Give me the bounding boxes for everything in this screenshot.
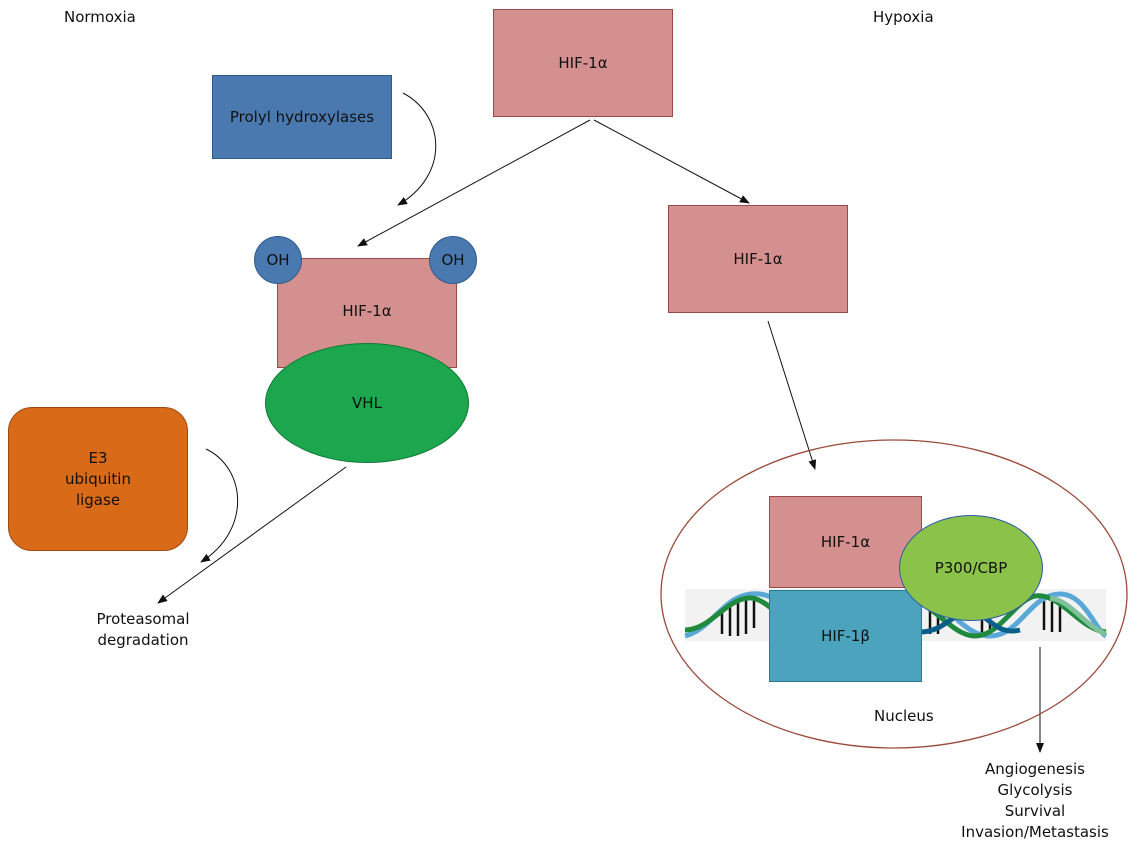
p300-cbp-ellipse: P300/CBP xyxy=(899,515,1043,621)
nucleus-membrane xyxy=(660,439,1128,749)
hypoxia-heading: Hypoxia xyxy=(873,8,934,26)
prolyl-curve-arrow xyxy=(397,92,437,206)
arrow-to-proteasome xyxy=(157,466,347,604)
prolyl-hydroxylases-box: Prolyl hydroxylases xyxy=(212,75,392,159)
outcome-item: Angiogenesis xyxy=(985,760,1085,778)
outcome-item: Survival xyxy=(1004,802,1066,820)
outcomes-list: Angiogenesis Glycolysis Survival Invasio… xyxy=(955,759,1115,843)
proteasomal-line-2: degradation xyxy=(97,631,189,649)
hif1a-nucleus-box: HIF-1α xyxy=(769,496,922,588)
e3-line-3: ligase xyxy=(75,490,121,509)
normoxia-heading: Normoxia xyxy=(64,8,136,26)
vhl-ellipse: VHL xyxy=(265,343,469,463)
dna-strand-light xyxy=(1049,595,1108,637)
hif1a-hypoxia-box: HIF-1α xyxy=(668,205,848,313)
e3-line-2: ubiquitin xyxy=(65,469,131,488)
e3-line-1: E3 xyxy=(88,448,108,467)
hif1a-top-box: HIF-1α xyxy=(493,9,673,117)
proteasomal-line-1: Proteasomal xyxy=(96,610,190,628)
outcome-item: Invasion/Metastasis xyxy=(961,823,1109,841)
hydroxyl-left-circle: OH xyxy=(254,236,302,284)
outcome-item: Glycolysis xyxy=(997,781,1073,799)
proteasomal-degradation-label: Proteasomal degradation xyxy=(80,609,206,651)
arrow-to-hypoxia xyxy=(593,119,750,204)
e3-ubiquitin-ligase-box: E3 ubiquitin ligase xyxy=(8,407,188,551)
hif1b-box: HIF-1β xyxy=(769,590,922,682)
hydroxyl-right-circle: OH xyxy=(429,236,477,284)
arrow-to-nucleus xyxy=(767,320,817,470)
nucleus-label: Nucleus xyxy=(874,707,934,725)
e3-curve-arrow xyxy=(200,448,238,563)
arrow-to-normoxia xyxy=(357,119,591,247)
